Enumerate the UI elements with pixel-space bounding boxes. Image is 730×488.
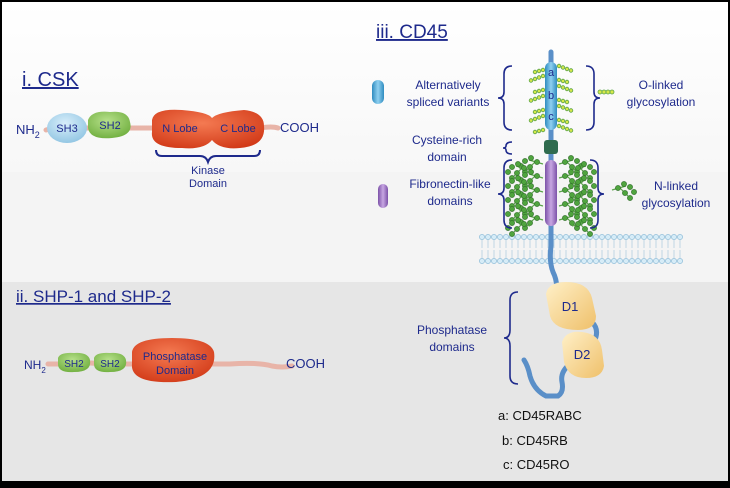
o-linked-label-line1: O-linked xyxy=(639,78,684,92)
csk-sh2-domain xyxy=(88,111,131,139)
shp-phos-label-line1: Phosphatase xyxy=(143,351,207,363)
alt-spliced-legend-icon xyxy=(372,80,384,104)
cd45-d2-label: D2 xyxy=(574,347,591,362)
alt-spliced-label-line2: spliced variants xyxy=(407,95,490,109)
shp-sh2-label-a: SH2 xyxy=(64,359,84,370)
cysteine-brace xyxy=(502,141,513,155)
variant-legend-a: a: CD45RABC xyxy=(498,408,582,423)
csk-kinase-label-line2: Domain xyxy=(189,178,227,190)
exon-b-label: b xyxy=(548,90,554,102)
cd45-cysteine-domain xyxy=(544,140,558,154)
variant-legend-b: b: CD45RB xyxy=(502,433,568,448)
phosphatase-label-line1: Phosphatase xyxy=(417,323,487,337)
o-linked-label-line2: glycosylation xyxy=(627,95,696,109)
o-linked-glycans xyxy=(528,63,574,135)
o-linked-legend-icon xyxy=(597,89,615,95)
exon-c-label: c xyxy=(548,111,554,123)
phosphatase-brace xyxy=(503,291,519,385)
shp-sh2-label-b: SH2 xyxy=(100,359,120,370)
exon-a-label: a xyxy=(548,67,555,79)
cd45-d1-label: D1 xyxy=(562,299,579,314)
csk-cooh-label: COOH xyxy=(280,120,319,135)
cysteine-label-line1: Cysteine-rich xyxy=(412,133,482,147)
csk-sh3-domain xyxy=(47,113,87,143)
n-linked-glycans xyxy=(505,155,597,237)
cd45-fibronectin-domains xyxy=(545,160,557,226)
shp-cooh-label: COOH xyxy=(286,356,325,371)
csk-title: i. CSK xyxy=(22,69,79,91)
variant-legend-c: c: CD45RO xyxy=(503,457,569,472)
panel-band-lower xyxy=(2,282,728,481)
cd45-d1-domain xyxy=(546,282,596,330)
alt-spliced-label-line1: Alternatively xyxy=(415,78,480,92)
csk-n-lobe-label: N Lobe xyxy=(162,123,197,135)
n-linked-brace-right xyxy=(589,159,605,229)
shp-phosphatase-domain xyxy=(131,338,215,383)
cd45-spliced-exons xyxy=(545,62,557,130)
fibronectin-brace-left xyxy=(497,159,513,229)
csk-sh2-label: SH2 xyxy=(99,120,120,132)
shp-sh2-domain-a xyxy=(58,352,91,373)
fibronectin-label-line2: domains xyxy=(427,194,472,208)
csk-kinase-domain xyxy=(151,109,265,149)
cd45-d2-domain xyxy=(562,331,604,378)
shp-nh2-label: NH2 xyxy=(24,358,46,375)
csk-nh2-label: NH2 xyxy=(16,122,40,140)
alt-spliced-brace-left xyxy=(497,65,513,131)
fibronectin-legend-icon xyxy=(378,184,388,208)
n-linked-legend-icon xyxy=(611,181,637,201)
csk-kinase-brace xyxy=(155,149,261,166)
csk-sh3-label: SH3 xyxy=(56,123,77,135)
n-linked-label-line2: glycosylation xyxy=(642,196,711,210)
shp-phos-label-line2: Domain xyxy=(156,365,194,377)
cysteine-label-line2: domain xyxy=(427,150,466,164)
o-linked-brace-right xyxy=(585,65,601,131)
csk-c-lobe-label: C Lobe xyxy=(220,123,255,135)
fibronectin-label-line1: Fibronectin-like xyxy=(409,177,491,191)
shp-sh2-domain-b xyxy=(94,352,127,373)
n-linked-label-line1: N-linked xyxy=(654,179,698,193)
shp-title: ii. SHP-1 and SHP-2 xyxy=(16,287,171,306)
phosphatase-label-line2: domains xyxy=(429,340,474,354)
cd45-title: iii. CD45 xyxy=(376,22,448,43)
csk-kinase-label-line1: Kinase xyxy=(191,165,225,177)
